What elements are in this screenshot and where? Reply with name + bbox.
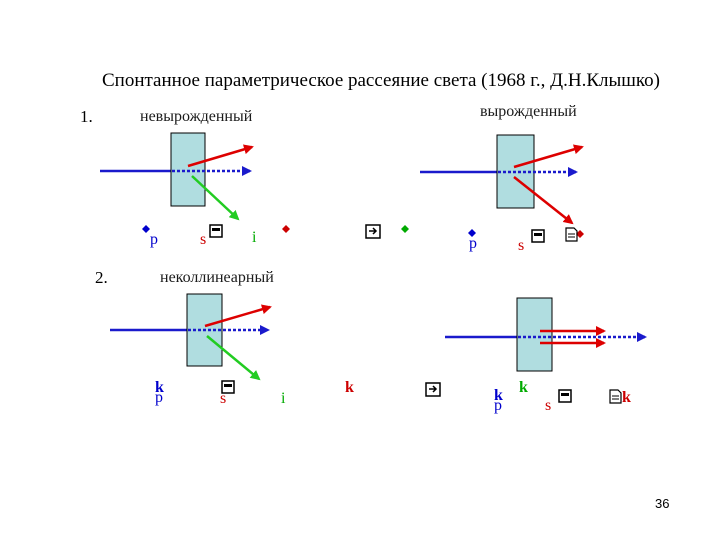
item-number-1: 1.	[80, 107, 93, 126]
slide-title: Спонтанное параметрическое рассеяние све…	[102, 70, 660, 91]
idler-beam	[206, 335, 261, 381]
signal-beam	[513, 144, 584, 169]
label-p: p	[155, 389, 163, 406]
idler-beam	[191, 175, 240, 221]
label-p: p	[150, 231, 158, 248]
label-k: k	[345, 379, 354, 396]
page-number: 36	[655, 496, 670, 511]
degenerate-label: вырожденный	[480, 103, 577, 120]
diagram-nondegenerate	[100, 132, 254, 221]
equals-box-icon	[209, 224, 572, 403]
diagram-degenerate	[420, 134, 584, 225]
document-icon	[565, 227, 622, 404]
label-s: s	[220, 390, 227, 407]
label-i: i	[281, 390, 286, 407]
signal-beam	[204, 304, 272, 328]
label-s: s	[545, 397, 552, 414]
label-k: k	[622, 389, 631, 406]
diamond-icon	[142, 225, 584, 238]
signal-beam	[187, 144, 254, 168]
label-s: s	[200, 231, 207, 248]
label-k: k	[494, 387, 503, 404]
label-k: k	[519, 379, 528, 396]
label-i: i	[252, 229, 257, 246]
idler-beam	[513, 176, 574, 225]
label-p: p	[494, 397, 502, 414]
diagram-collinear	[445, 297, 647, 372]
item-number-2: 2.	[95, 268, 108, 287]
label-p: p	[469, 235, 477, 252]
nondegenerate-label: невырожденный	[140, 108, 253, 125]
arrow-box-icon	[365, 224, 441, 397]
diagram-noncollinear	[110, 293, 272, 381]
crystal	[516, 297, 553, 372]
noncollinear-label: неколлинеарный	[160, 269, 274, 286]
label-k: k	[155, 379, 164, 396]
crystal	[170, 132, 206, 207]
label-s: s	[518, 237, 525, 254]
